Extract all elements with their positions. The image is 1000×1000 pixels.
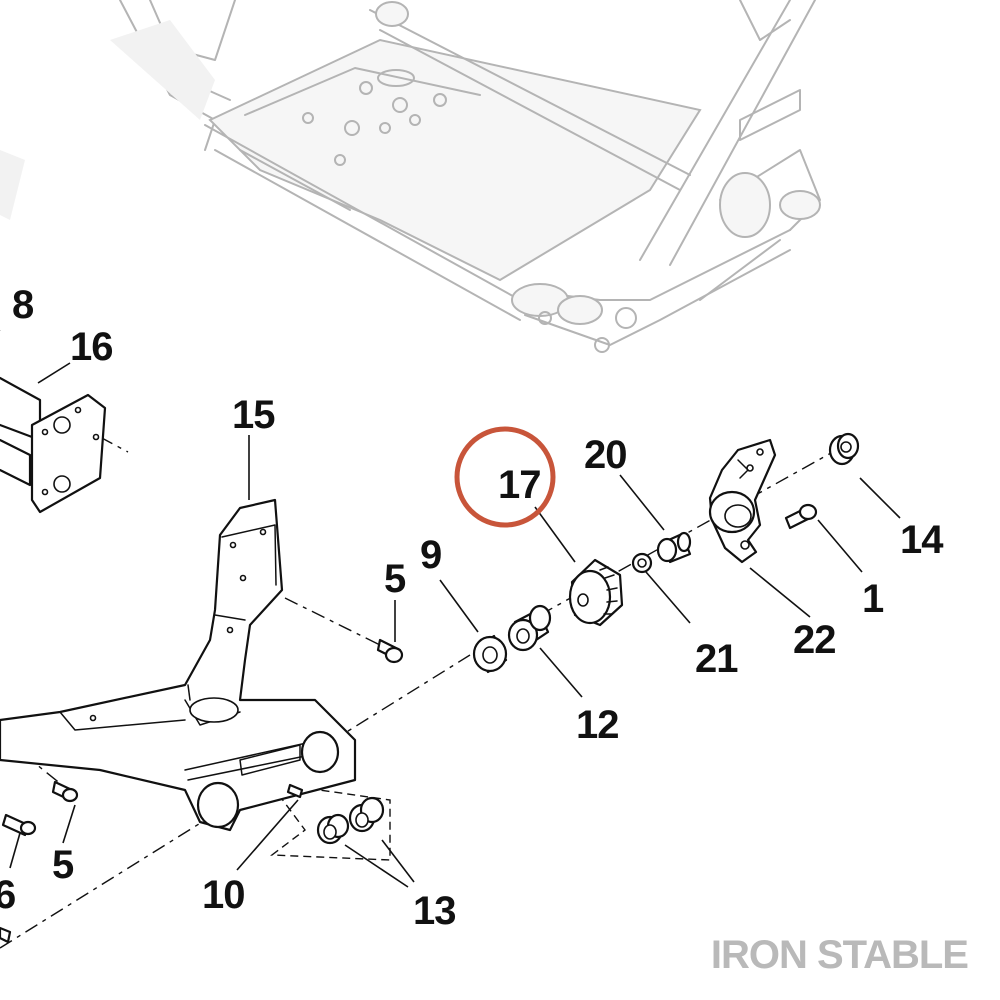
mounting-plate-part-16 bbox=[0, 376, 107, 514]
bolt-part-5-lower bbox=[51, 780, 79, 803]
nut-part-21 bbox=[631, 552, 653, 574]
bushing-part-12 bbox=[507, 604, 552, 652]
bushing-part-13-b bbox=[348, 796, 385, 833]
callout-labels: 8 16 15 17 20 14 9 5 1 22 21 12 5 6 10 1… bbox=[0, 283, 945, 933]
brand-watermark: IRON STABLE bbox=[711, 933, 968, 977]
bracket-part-22 bbox=[708, 438, 777, 564]
pivot-frame-part-15 bbox=[0, 498, 357, 832]
callout-17: 17 bbox=[498, 463, 541, 507]
lock-nut-part-14 bbox=[828, 432, 860, 466]
callout-12: 12 bbox=[576, 703, 619, 747]
callout-6: 6 bbox=[0, 873, 15, 917]
ghosted-frame bbox=[119, 0, 821, 353]
leader-lines bbox=[0, 330, 901, 888]
bolt-lower-left-edge bbox=[0, 926, 12, 944]
callout-9: 9 bbox=[420, 533, 441, 577]
callout-10: 10 bbox=[202, 873, 245, 917]
callout-21: 21 bbox=[695, 637, 738, 681]
callout-1: 1 bbox=[862, 577, 884, 621]
sleeve-part-20 bbox=[656, 531, 692, 564]
highlight-ring bbox=[454, 426, 556, 528]
callout-13: 13 bbox=[413, 889, 456, 933]
callout-5-lower: 5 bbox=[52, 843, 74, 887]
eccentric-adjuster-part-17 bbox=[568, 558, 624, 627]
callout-20: 20 bbox=[584, 433, 627, 477]
bolt-part-5-upper bbox=[376, 638, 404, 664]
bushing-part-13-a bbox=[316, 813, 350, 845]
callout-22: 22 bbox=[793, 618, 836, 662]
callout-5-upper: 5 bbox=[384, 557, 406, 601]
screw-part-10 bbox=[286, 783, 304, 799]
callout-14: 14 bbox=[900, 518, 944, 562]
callout-8: 8 bbox=[12, 283, 34, 327]
spacer-part-9 bbox=[472, 634, 508, 674]
bolt-part-6 bbox=[1, 813, 37, 837]
callout-16: 16 bbox=[70, 325, 113, 369]
background-watermark-shape bbox=[0, 20, 215, 220]
bolt-part-1 bbox=[784, 503, 818, 530]
callout-15: 15 bbox=[232, 393, 275, 437]
